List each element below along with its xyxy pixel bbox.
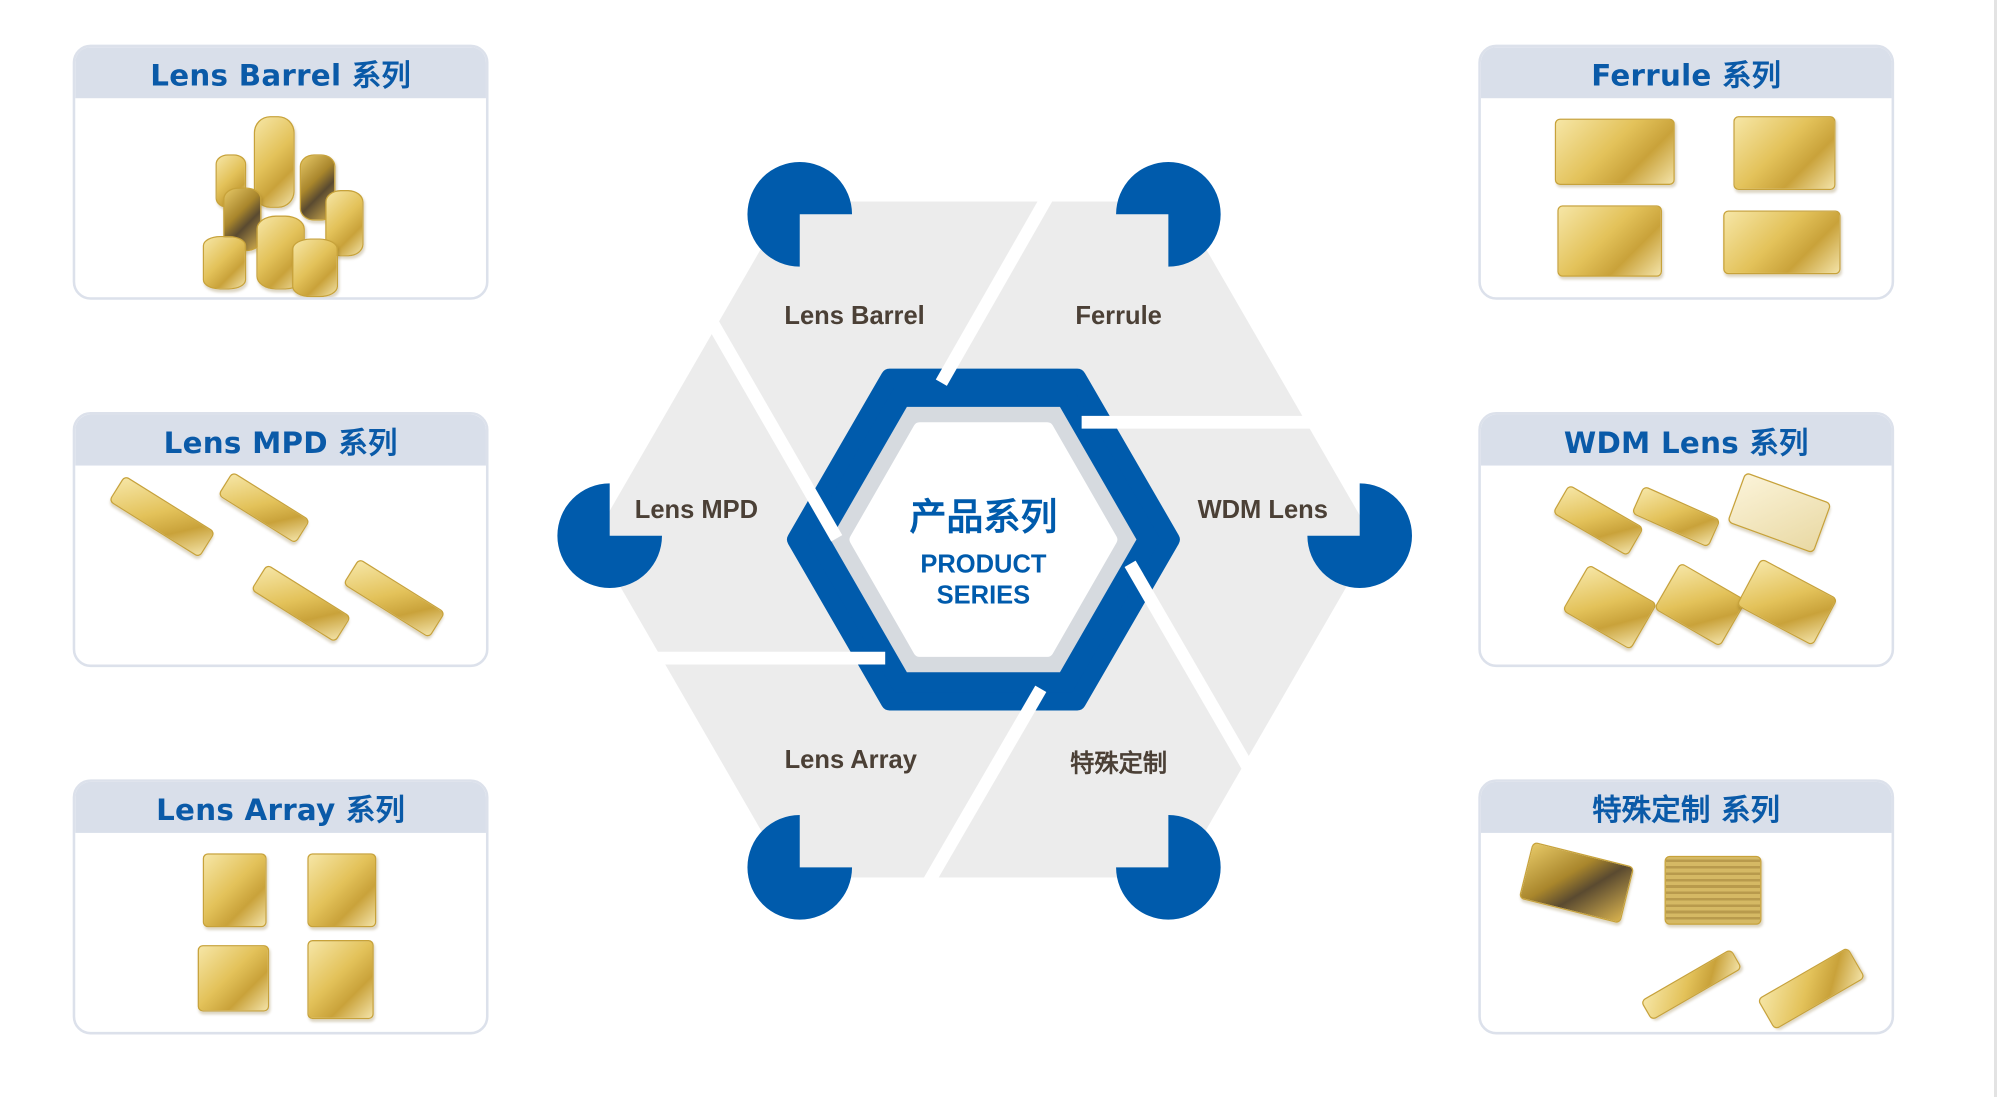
card-lens-barrel[interactable]: Lens Barrel 系列: [72, 44, 489, 300]
segment-label-ferrule[interactable]: Ferrule: [1075, 302, 1161, 330]
center-title-cn: 产品系列: [909, 495, 1057, 538]
card-lens-array[interactable]: Lens Array 系列: [72, 779, 489, 1035]
ferrule-product-image: [1481, 98, 1892, 297]
lens-array-product-image: [75, 833, 486, 1032]
card-title: 特殊定制 系列: [1592, 794, 1781, 828]
segment-label-lens-array[interactable]: Lens Array: [785, 746, 918, 774]
corner-circle-bottom-left: [747, 815, 853, 920]
segment-label-lens-mpd[interactable]: Lens MPD: [635, 496, 758, 524]
segment-label-lens-barrel[interactable]: Lens Barrel: [784, 302, 924, 330]
card-wdm-lens[interactable]: WDM Lens 系列: [1478, 411, 1895, 668]
card-title: Ferrule 系列: [1591, 59, 1782, 94]
custom-product-image: [1481, 833, 1892, 1032]
corner-circle-top-right: [1116, 161, 1221, 267]
card-title: Lens Barrel 系列: [150, 59, 411, 94]
lens-barrel-product-image: [75, 98, 486, 298]
corner-circle-bottom-right: [1116, 815, 1221, 920]
segment-gaps: [576, 183, 1391, 899]
white-center-hexagon: [849, 422, 1118, 657]
card-header: Lens Barrel 系列: [75, 47, 486, 99]
card-header: Ferrule 系列: [1480, 47, 1892, 99]
corner-circle-left: [557, 483, 662, 589]
card-header: WDM Lens 系列: [1480, 414, 1892, 466]
center-title-en-line2: SERIES: [937, 581, 1031, 609]
center-title-en-line1: PRODUCT: [920, 551, 1047, 579]
corner-circle-right: [1307, 483, 1412, 589]
card-header: 特殊定制 系列: [1480, 781, 1892, 833]
segment-label-custom[interactable]: 特殊定制: [1070, 750, 1167, 778]
card-custom[interactable]: 特殊定制 系列: [1478, 779, 1895, 1035]
segment-label-wdm-lens[interactable]: WDM Lens: [1198, 496, 1328, 524]
card-title: WDM Lens 系列: [1563, 427, 1809, 461]
card-header: Lens MPD 系列: [75, 414, 486, 466]
card-lens-mpd[interactable]: Lens MPD 系列: [72, 411, 489, 668]
right-edge-divider: [1994, 0, 1997, 1097]
card-ferrule[interactable]: Ferrule 系列: [1478, 44, 1895, 300]
corner-circle-top-left: [747, 161, 853, 267]
card-header: Lens Array 系列: [75, 781, 486, 833]
card-title: Lens MPD 系列: [163, 427, 398, 461]
card-title: Lens Array 系列: [156, 794, 406, 828]
